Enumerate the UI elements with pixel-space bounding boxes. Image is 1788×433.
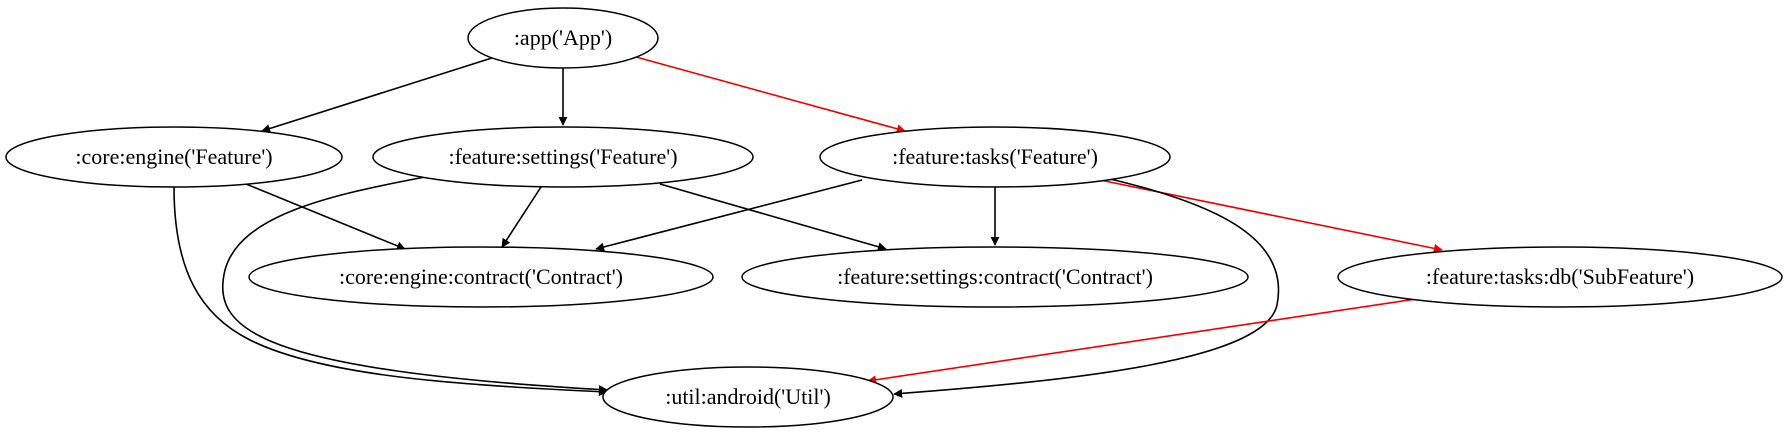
- node-feature-tasks-db[interactable]: :feature:tasks:db('SubFeature'): [1337, 246, 1783, 308]
- edge-feature-tasks-db-to-util-android: [867, 298, 1417, 385]
- edge-app-to-core-engine: [261, 56, 496, 133]
- node-ellipse: [602, 366, 894, 428]
- edge-core-engine-to-core-engine-contract: [245, 183, 406, 251]
- node-ellipse: [741, 246, 1249, 308]
- node-feature-settings-contract[interactable]: :feature:settings:contract('Contract'): [741, 246, 1249, 308]
- edge-feature-tasks-to-core-engine-contract: [595, 179, 863, 252]
- node-ellipse: [5, 126, 343, 188]
- node-label: :feature:tasks:db('SubFeature'): [1426, 264, 1694, 289]
- node-label: :core:engine:contract('Contract'): [339, 264, 623, 289]
- node-label: :util:android('Util'): [665, 384, 831, 409]
- edge-core-engine-to-util-android: [173, 186, 608, 397]
- node-feature-settings[interactable]: :feature:settings('Feature'): [372, 126, 754, 188]
- node-core-engine[interactable]: :core:engine('Feature'): [5, 126, 343, 188]
- node-util-android[interactable]: :util:android('Util'): [602, 366, 894, 428]
- node-label: :feature:settings('Feature'): [448, 144, 677, 169]
- node-feature-tasks[interactable]: :feature:tasks('Feature'): [819, 126, 1171, 188]
- edge-app-to-feature-tasks: [635, 56, 906, 134]
- edge-feature-settings-to-core-engine-contract: [501, 186, 542, 248]
- edges-layer: [173, 56, 1443, 398]
- nodes-layer: :app('App') :core:engine('Feature') :featu…: [5, 7, 1783, 428]
- node-ellipse: [248, 246, 714, 308]
- node-ellipse: [467, 7, 659, 69]
- edge-feature-settings-to-util-android: [221, 176, 608, 395]
- node-label: :feature:tasks('Feature'): [892, 144, 1098, 169]
- node-app[interactable]: :app('App'): [467, 7, 659, 69]
- node-label: :app('App'): [514, 25, 612, 50]
- node-label: :feature:settings:contract('Contract'): [837, 264, 1153, 289]
- node-label: :core:engine('Feature'): [75, 144, 272, 169]
- edge-feature-tasks-to-util-android: [893, 178, 1280, 398]
- node-core-engine-contract[interactable]: :core:engine:contract('Contract'): [248, 246, 714, 308]
- node-ellipse: [819, 126, 1171, 188]
- node-ellipse: [372, 126, 754, 188]
- node-ellipse: [1337, 246, 1783, 308]
- edge-feature-settings-to-feature-settings-contract: [659, 183, 887, 252]
